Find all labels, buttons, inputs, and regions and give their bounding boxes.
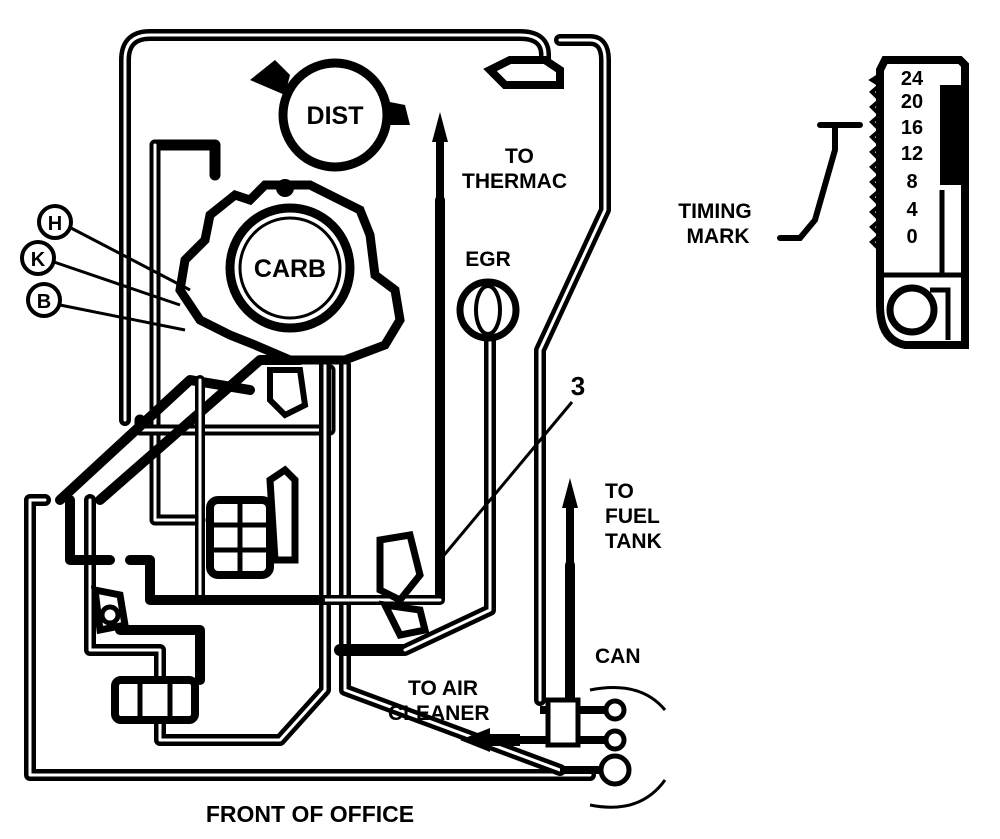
distributor: DIST [250,58,410,172]
timing-4: 4 [906,199,918,221]
timing-mark-pointer [777,122,863,241]
carb-base-port [267,367,309,419]
to-thermac-label-1: TO [505,145,534,168]
dist-label: DIST [307,102,364,130]
callout-b-text: B [37,291,51,313]
callout-h-text: H [48,213,62,235]
can-label: CAN [595,645,641,668]
callout-3: 3 [438,371,585,561]
egr-valve [456,278,520,342]
egr-label: EGR [465,248,511,271]
to-thermac-label-2: THERMAC [462,170,567,193]
left-fitting [90,585,130,635]
to-air-cleaner-label-2: CLEANER [388,702,490,725]
timing-scale: 24 20 16 12 8 4 0 [868,56,969,349]
to-fuel-tank-label-3: TANK [605,530,662,553]
timing-12: 12 [901,143,923,165]
carburetor: CARB [175,179,405,365]
callout-b: B [26,282,186,332]
charcoal-canister [520,686,667,809]
callout-k-text: K [31,249,46,271]
to-air-cleaner-label-1: TO AIR [408,677,478,700]
bottom-connector [111,676,199,724]
thermac-elbow [483,56,564,89]
timing-24: 24 [901,68,924,90]
timing-mark-label-1: TIMING [678,200,752,223]
manifold-block [206,465,299,579]
timing-20: 20 [901,91,923,113]
air-cleaner-arrow [460,728,520,752]
tee-fitting [376,531,430,639]
timing-8: 8 [906,171,917,193]
carb-label: CARB [254,255,326,283]
callout-3-text: 3 [571,371,585,401]
front-of-office-label: FRONT OF OFFICE [206,801,414,827]
timing-16: 16 [901,117,923,139]
fuel-tank-arrow [562,478,578,565]
timing-0: 0 [906,226,917,248]
to-fuel-tank-label-1: TO [605,480,634,503]
to-fuel-tank-label-2: FUEL [605,505,660,528]
callout-h: H [37,204,191,292]
callout-k: K [20,240,181,307]
timing-mark-label-2: MARK [687,225,750,248]
thermac-arrow [432,112,448,200]
